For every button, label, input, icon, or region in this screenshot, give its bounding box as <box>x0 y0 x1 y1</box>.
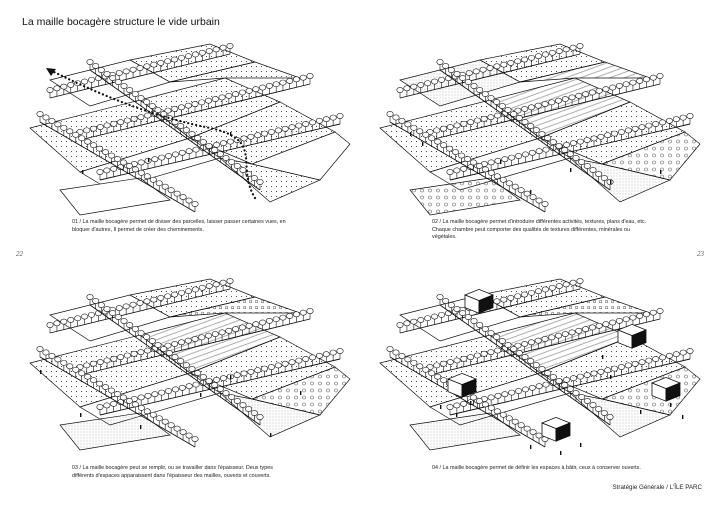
diagram-group <box>379 278 701 455</box>
page-number-left: 22 <box>16 250 23 258</box>
diagram-panel-04 <box>370 275 710 475</box>
caption-04: 04 / La maille bocagère permet de défini… <box>432 465 641 471</box>
diagram-panel-01 <box>20 40 360 240</box>
arrow-head <box>46 68 56 76</box>
diagram-group <box>29 43 351 216</box>
footer-label: Stratégie Générale / L'ÎLE PARC <box>612 484 702 491</box>
parcel-7 <box>600 366 701 416</box>
path-route <box>48 68 257 200</box>
diagram-02 <box>379 43 701 216</box>
diagram-group <box>29 278 351 451</box>
parcel-8 <box>409 177 521 216</box>
diagram-panel-02 <box>370 40 710 240</box>
diagram-04 <box>379 278 701 455</box>
parcel-8 <box>59 412 171 451</box>
parcel-8 <box>59 177 171 216</box>
page-number-right: 23 <box>697 250 704 258</box>
diagram-01 <box>29 43 351 216</box>
parcel-7 <box>250 131 351 181</box>
caption-03: 03 / La maille bocagère peut se remplir,… <box>72 465 273 479</box>
diagram-03 <box>29 278 351 451</box>
parcel-7 <box>600 131 701 181</box>
caption-02: 02 / La maille bocagère permet d'introdu… <box>432 219 647 241</box>
parcel-8 <box>409 412 521 451</box>
diagram-group <box>379 43 701 216</box>
diagram-panel-03 <box>20 275 360 475</box>
page-title: La maille bocagère structure le vide urb… <box>22 16 220 28</box>
caption-01: 01 / La maille bocagère permet de divise… <box>72 219 286 233</box>
